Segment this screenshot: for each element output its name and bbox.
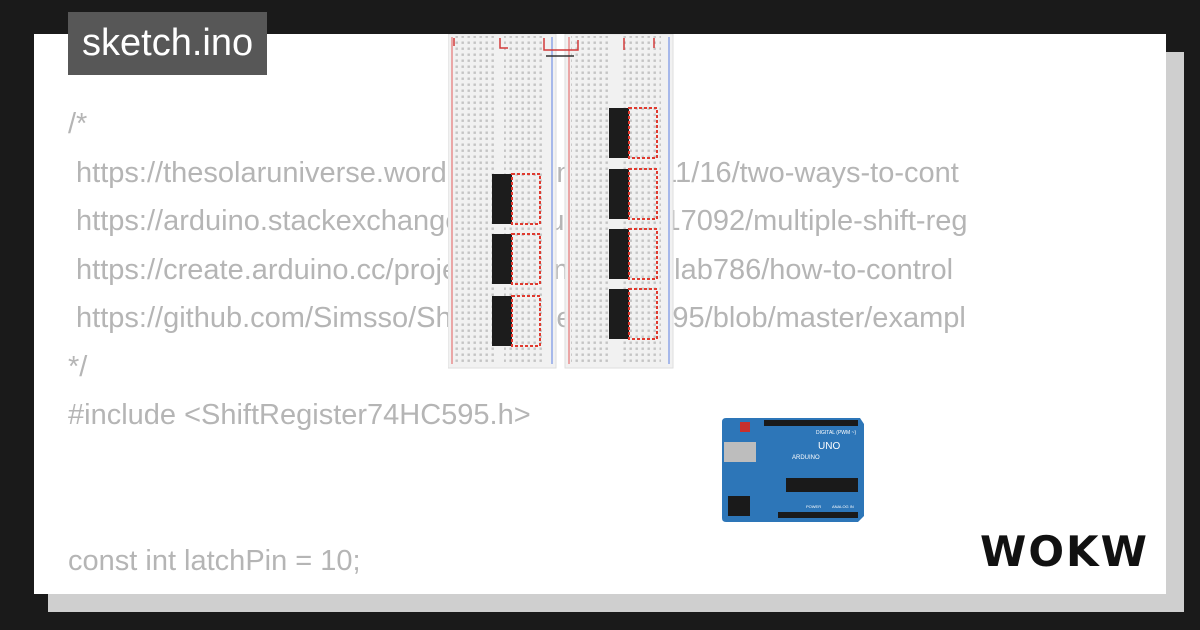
digital-header-label: DIGITAL (PWM ~) bbox=[816, 430, 856, 436]
arduino-uno-board: DIGITAL (PWM ~) UNO ARDUINO POWER ANALOG… bbox=[720, 416, 866, 529]
code-line: */ bbox=[68, 350, 88, 383]
shift-register-chip bbox=[492, 233, 541, 285]
breadboard-diagram bbox=[447, 34, 674, 369]
power-jack-icon bbox=[728, 496, 750, 516]
code-line: /* bbox=[68, 108, 88, 140]
power-label: POWER bbox=[806, 504, 821, 509]
wokwi-logo: WOKWi bbox=[978, 526, 1163, 579]
shift-register-chip bbox=[609, 107, 658, 159]
code-line bbox=[68, 488, 1132, 537]
analog-label: ANALOG IN bbox=[832, 504, 854, 509]
code-line: const int latchPin = 10; bbox=[68, 544, 361, 577]
preview-card: /* https://thesolaruniverse.wordpress.co… bbox=[34, 34, 1166, 594]
code-line bbox=[68, 440, 1132, 489]
arduino-brand-label: ARDUINO bbox=[792, 455, 820, 461]
arduino-model-label: UNO bbox=[818, 441, 840, 452]
code-line: //Pin SRCLK bbox=[68, 585, 1132, 594]
shift-register-chip bbox=[609, 228, 658, 280]
circuit-breadboards bbox=[447, 34, 678, 379]
shift-register-chip bbox=[492, 295, 541, 347]
shift-register-chip bbox=[492, 173, 541, 225]
file-title-badge: sketch.ino bbox=[68, 12, 268, 75]
code-line: #include <ShiftRegister74HC595.h> bbox=[68, 399, 531, 431]
microcontroller-chip bbox=[786, 478, 858, 492]
shift-register-chip bbox=[609, 168, 658, 220]
reset-button-icon bbox=[740, 422, 750, 432]
shift-register-chip bbox=[609, 288, 658, 340]
usb-port-icon bbox=[724, 442, 756, 462]
wokwi-logo-text: WOKWi bbox=[980, 527, 1150, 574]
